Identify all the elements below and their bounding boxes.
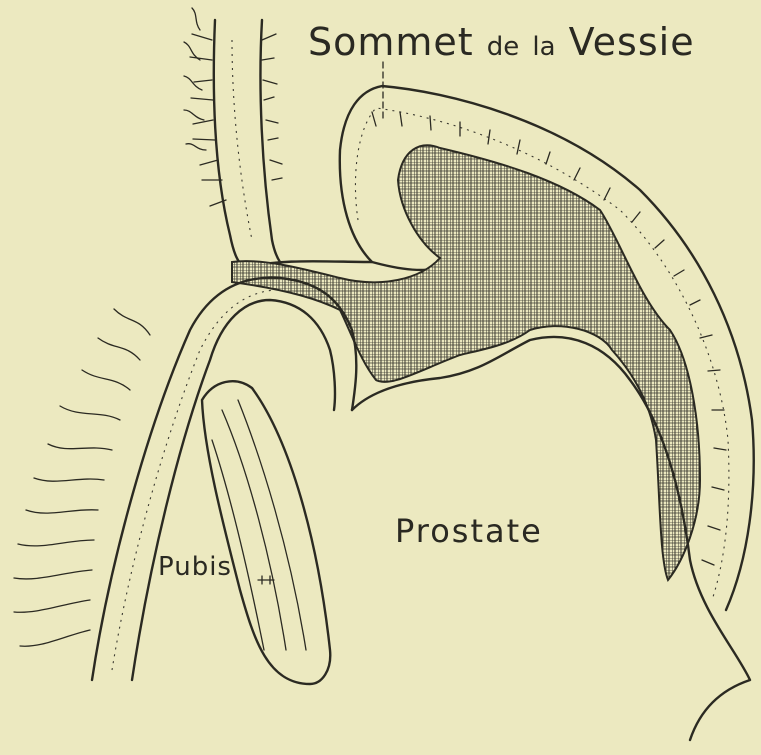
label-de: de	[487, 32, 520, 62]
label-vessie: Vessie	[569, 20, 695, 64]
label-la: la	[532, 32, 555, 62]
label-prostate: Prostate	[395, 512, 543, 550]
label-sommet: Sommet	[308, 20, 474, 64]
hair-fringe	[14, 309, 150, 646]
hair-fringe-upper	[184, 8, 206, 150]
pubis-bone	[202, 381, 330, 684]
pubis-leader-line	[258, 576, 274, 584]
label-pubis: Pubis	[158, 552, 232, 582]
label-sommet-de-la-vessie: Sommet de la Vessie	[308, 20, 695, 64]
abdominal-wall	[190, 20, 282, 268]
